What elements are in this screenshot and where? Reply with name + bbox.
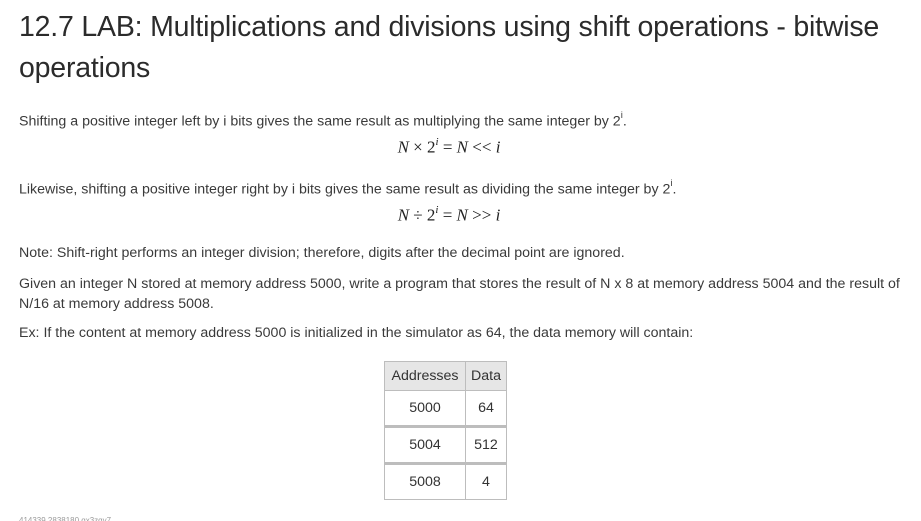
exponent: i: [620, 110, 623, 121]
lab-id-footnote: 414339.2838180.qx3zqy7: [19, 516, 112, 521]
address-cell: 5008: [384, 464, 466, 500]
paragraph-task: Given an integer N stored at memory addr…: [19, 276, 900, 312]
eq-base: 2: [426, 205, 436, 225]
paragraph-shift-left: Shifting a positive integer left by i bi…: [19, 108, 627, 132]
eq-var-n: N: [397, 205, 410, 225]
table-row: 5008 4: [384, 464, 507, 500]
paragraph-shift-right: Likewise, shifting a positive integer ri…: [19, 176, 676, 200]
paragraph-note: Note: Shift-right performs an integer di…: [19, 245, 625, 261]
table-header-row: Addresses Data: [384, 361, 507, 391]
eq-exponent: i: [435, 204, 439, 216]
memory-table: Addresses Data 5000 64 5004 512 5008 4: [384, 361, 507, 500]
paragraph-example: Ex: If the content at memory address 500…: [19, 325, 694, 341]
data-cell: 512: [465, 427, 507, 463]
eq-shift-op: <<: [472, 137, 492, 157]
eq-var-n-rhs: N: [456, 137, 468, 157]
eq-var-n: N: [397, 137, 409, 157]
equation-multiply: N × 2i = N << i: [19, 136, 879, 158]
eq-shift-op: >>: [472, 205, 492, 225]
address-cell: 5000: [384, 390, 466, 426]
table-row: 5004 512: [384, 427, 507, 463]
eq-base: 2: [427, 137, 436, 157]
lab-content: 12.7 LAB: Multiplications and divisions …: [19, 0, 909, 341]
eq-var-i: i: [495, 137, 501, 157]
data-cell: 64: [465, 390, 507, 426]
eq-operator: ÷: [413, 205, 423, 225]
eq-operator: ×: [413, 137, 423, 157]
paragraph-text: Likewise, shifting a positive integer ri…: [19, 181, 671, 198]
header-addresses: Addresses: [384, 361, 466, 391]
eq-var-n-rhs: N: [456, 205, 468, 225]
paragraph-end: .: [622, 113, 627, 130]
data-cell: 4: [465, 464, 507, 500]
eq-exponent: i: [435, 136, 439, 148]
paragraph-end: .: [672, 181, 677, 198]
eq-equals: =: [442, 205, 453, 225]
header-data: Data: [465, 361, 507, 391]
eq-equals: =: [442, 137, 453, 157]
table-row: 5000 64: [384, 390, 507, 426]
exponent: i: [670, 178, 673, 189]
eq-var-i: i: [495, 205, 501, 225]
paragraph-text: Shifting a positive integer left by i bi…: [19, 113, 621, 130]
page-title: 12.7 LAB: Multiplications and divisions …: [19, 11, 880, 84]
address-cell: 5004: [384, 427, 466, 463]
equation-divide: N ÷ 2i = N >> i: [19, 204, 879, 226]
